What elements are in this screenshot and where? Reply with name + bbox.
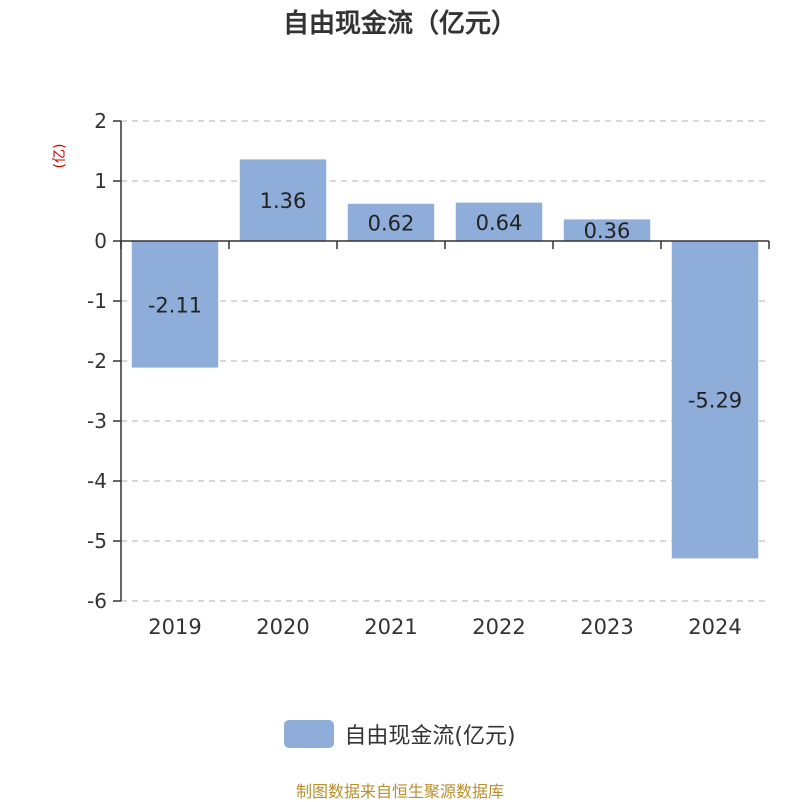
legend-label: 自由现金流(亿元) — [344, 724, 516, 749]
data-label-2024: -5.29 — [688, 389, 742, 413]
x-tick-label: 2021 — [364, 615, 417, 639]
bar-2019 — [131, 241, 219, 368]
y-tick-label: -4 — [87, 469, 107, 493]
data-label-2022: 0.64 — [476, 211, 523, 235]
data-labels: -2.11 1.36 0.62 0.64 0.36 -5.29 — [148, 189, 742, 413]
y-tick-label: -1 — [87, 289, 107, 313]
chart-title: 自由现金流（亿元） — [282, 9, 517, 39]
x-tick-label: 2022 — [472, 615, 525, 639]
y-tick-label: -2 — [87, 349, 107, 373]
y-axis-label: (亿) — [52, 144, 68, 169]
data-label-2020: 1.36 — [260, 189, 307, 213]
y-tick-label: 2 — [94, 109, 107, 133]
axes: 2 1 0 -1 -2 -3 -4 -5 -6 2019 2020 2021 2022 2023 2024 — [87, 109, 770, 639]
bar-2022 — [455, 202, 543, 241]
y-tick-label: -6 — [87, 589, 107, 613]
bar-2023 — [563, 219, 651, 241]
y-tick-label: 0 — [94, 229, 107, 253]
bar-2020 — [239, 159, 327, 241]
bars — [131, 159, 759, 559]
y-tick-label: -3 — [87, 409, 107, 433]
x-tick-label: 2020 — [256, 615, 309, 639]
data-label-2023: 0.36 — [584, 219, 631, 243]
data-label-2019: -2.11 — [148, 293, 202, 317]
grid-lines — [121, 120, 769, 602]
x-tick-label: 2019 — [148, 615, 201, 639]
data-source-note: 制图数据来自恒生聚源数据库 — [295, 782, 504, 801]
x-tick-label: 2024 — [688, 615, 741, 639]
legend-swatch — [284, 720, 335, 748]
y-tick-label: 1 — [94, 169, 107, 193]
x-tick-label: 2023 — [580, 615, 633, 639]
data-label-2021: 0.62 — [368, 211, 415, 235]
bar-2024 — [671, 241, 759, 559]
legend: 自由现金流(亿元) — [0, 718, 800, 750]
bar-2021 — [347, 203, 435, 241]
y-tick-label: -5 — [87, 529, 107, 553]
